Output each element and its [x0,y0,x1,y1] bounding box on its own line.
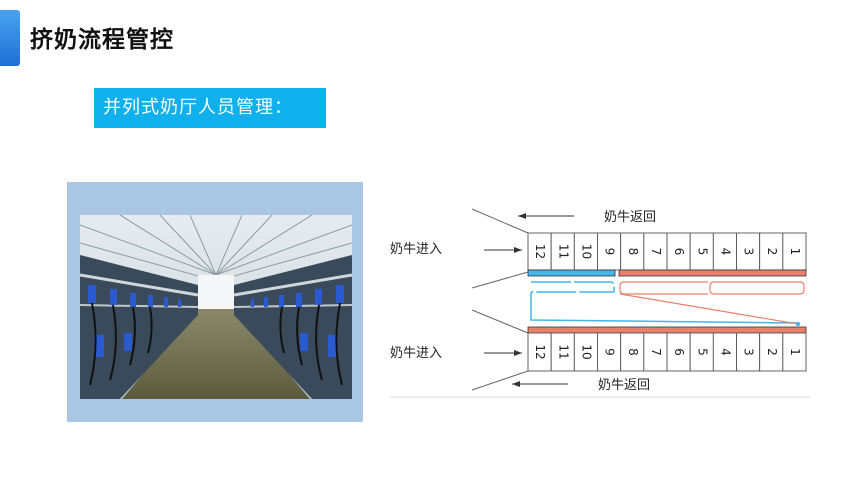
bottom-stall-number: 1 [788,348,802,356]
top-enter-arrow [484,247,522,253]
bottom-enter-arrow [484,350,522,356]
top-stall-number: 8 [626,248,640,256]
parallel-parlor-diagram: 奶牛返回 奶牛进入 12 11 10 9 8 7 6 5 4 3 2 1 12 11 10 9 8 7 6 5 4 3 2… [388,200,813,398]
red-route-bar-top [618,269,807,277]
page-title: 挤奶流程管控 [30,27,174,53]
bottom-return-arrow [512,381,568,387]
bottom-stall-row: 12 11 10 9 8 7 6 5 4 3 2 1 [527,332,807,372]
bottom-stall-number: 10 [579,344,593,359]
top-stall-number: 1 [788,248,802,256]
blue-route-path [530,292,799,324]
top-stall-number: 6 [672,248,686,256]
red-route-path [619,293,799,325]
bottom-stall-number: 12 [533,344,547,359]
top-stall-number: 12 [533,244,547,259]
bottom-stall-1 [782,332,807,372]
bottom-stall-number: 9 [603,348,617,356]
bottom-return-label: 奶牛返回 [598,378,650,393]
top-stall-number: 11 [556,244,570,259]
bottom-stall-number: 6 [672,348,686,356]
bottom-stall-number: 7 [649,348,663,356]
top-stall-row: 12 11 10 9 8 7 6 5 4 3 2 1 [527,232,807,271]
top-return-arrow [518,213,574,219]
top-stall-number: 7 [649,248,663,256]
top-stall-number: 2 [765,248,779,256]
photo-frame [67,182,363,422]
blue-route-bar-top [527,269,616,277]
top-stall-number: 10 [579,244,593,259]
title-accent-bar [0,10,20,66]
bottom-stall-number: 11 [556,344,570,359]
top-stall-number: 4 [718,248,732,256]
bottom-stall-number: 5 [695,348,709,356]
top-stall-number: 9 [603,248,617,256]
bottom-stall-number: 8 [626,348,640,356]
top-stall-number: 5 [695,248,709,256]
red-route-bar-bottom [527,326,807,334]
milking-parlor-photo [80,215,352,399]
section-subtitle: 并列式奶厅人员管理： [94,88,326,128]
bottom-stall-number: 2 [765,348,779,356]
bottom-stall-number: 4 [718,348,732,356]
top-enter-label: 奶牛进入 [390,242,442,257]
bottom-enter-label: 奶牛进入 [390,346,442,361]
bottom-stall-number: 3 [742,348,756,356]
top-stall-number: 3 [742,248,756,256]
top-return-label: 奶牛返回 [604,210,656,225]
